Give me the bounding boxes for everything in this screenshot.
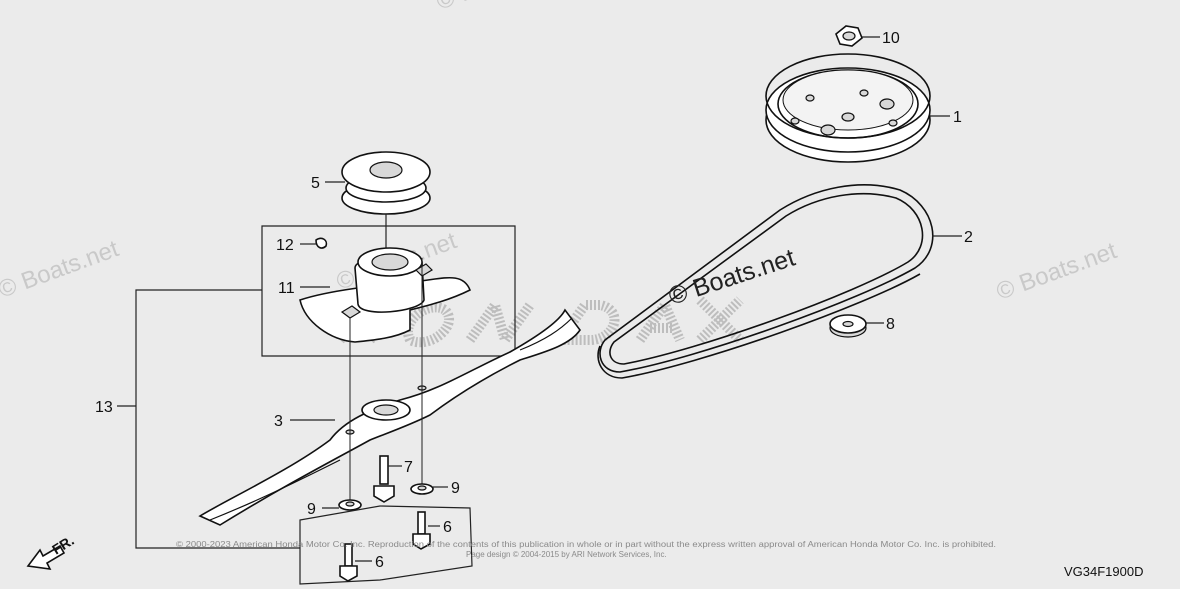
part-10-nut[interactable] <box>835 25 863 47</box>
front-direction-arrow-icon <box>26 544 66 570</box>
part-9-washer-left[interactable] <box>338 499 362 511</box>
watermark-right: © Boats.net <box>993 237 1121 305</box>
part-12-key[interactable] <box>315 237 328 249</box>
callout-12: 12 <box>276 237 294 254</box>
watermark-top: © Boats.net <box>433 0 561 16</box>
callout-9-right: 9 <box>451 480 460 497</box>
callout-6-right: 6 <box>443 519 452 536</box>
part-6-bolt-right[interactable] <box>412 511 431 550</box>
part-1-pulley[interactable] <box>765 53 931 163</box>
callout-11: 11 <box>278 280 295 297</box>
callout-3: 3 <box>274 413 283 430</box>
copyright-line-2: Page design © 2004-2015 by ARI Network S… <box>466 550 667 559</box>
callout-6-left: 6 <box>375 554 384 571</box>
part-2-belt[interactable] <box>597 184 934 379</box>
group-box-6 <box>299 505 473 585</box>
callout-10: 10 <box>882 30 900 47</box>
part-11-blade-holder[interactable] <box>299 247 472 343</box>
part-8-washer[interactable] <box>829 314 867 338</box>
diagram-code: VG34F1900D <box>1064 564 1144 579</box>
callout-2: 2 <box>964 229 973 246</box>
part-7-bolt[interactable] <box>373 455 395 503</box>
callout-7: 7 <box>404 459 413 476</box>
copyright-line-1: © 2000-2023 American Honda Motor Co. Inc… <box>176 540 996 549</box>
part-6-bolt-left[interactable] <box>339 543 358 582</box>
watermark-left: © Boats.net <box>0 235 123 303</box>
callout-13: 13 <box>95 399 113 416</box>
part-9-washer-right[interactable] <box>410 483 434 495</box>
callout-5: 5 <box>311 175 320 192</box>
callout-1: 1 <box>953 109 962 126</box>
center-watermark: © Boats.net <box>665 244 798 311</box>
callout-9-left: 9 <box>307 501 316 518</box>
bracket-13 <box>135 289 300 549</box>
part-5-small-pulley[interactable] <box>341 151 431 215</box>
callout-8: 8 <box>886 316 895 333</box>
